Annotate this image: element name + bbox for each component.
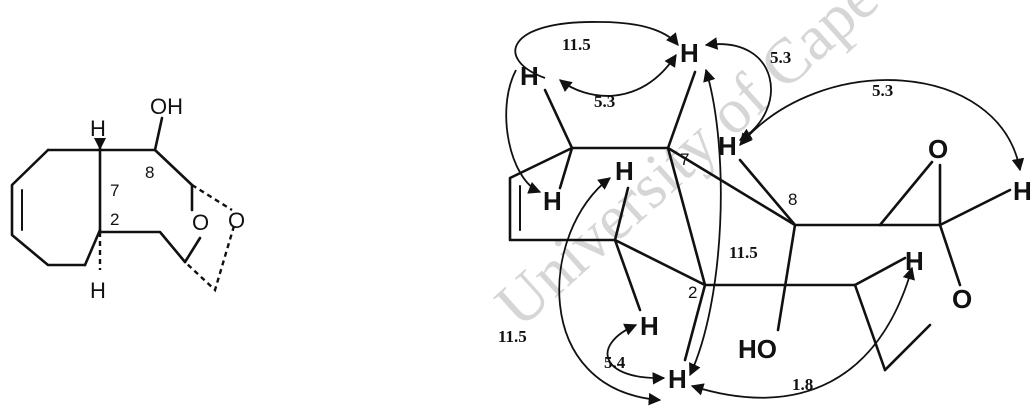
coupling-j-5-4: 5.4 bbox=[604, 353, 626, 372]
coupling-arrow-5-4 bbox=[606, 323, 666, 385]
right-h-top-center: H bbox=[680, 38, 699, 68]
right-c2-number: 2 bbox=[688, 283, 697, 302]
right-o-top: O bbox=[928, 134, 948, 164]
right-h-right: H bbox=[905, 246, 924, 276]
coupling-j-1-8: 1.8 bbox=[792, 375, 813, 394]
right-h-bottom: H bbox=[668, 364, 687, 394]
coupling-j-5-3-right: 5.3 bbox=[770, 48, 791, 67]
right-h-top-left: H bbox=[520, 61, 539, 91]
left-ring-bonds bbox=[10, 148, 87, 267]
coupling-arrow-5-3-top bbox=[559, 53, 677, 97]
left-o-ring-label: O bbox=[192, 210, 209, 235]
left-h-bottom-label: H bbox=[90, 278, 106, 303]
left-c7-number: 7 bbox=[110, 181, 119, 200]
right-structure: H H H H H H H H H O O HO 7 8 2 11.5 5.3 … bbox=[498, 21, 1032, 406]
coupling-j-11-5-top: 11.5 bbox=[562, 35, 591, 54]
left-c8-number: 8 bbox=[145, 163, 154, 182]
right-h-8: H bbox=[718, 131, 737, 161]
coupling-j-5-3-top: 5.3 bbox=[594, 92, 615, 111]
right-ring-bonds bbox=[508, 146, 617, 242]
right-ho: HO bbox=[738, 334, 777, 364]
coupling-j-11-5-center: 11.5 bbox=[729, 243, 758, 262]
left-c2-number: 2 bbox=[110, 210, 119, 229]
right-h-inner-2: H bbox=[615, 156, 634, 186]
coupling-arrow-5-3-right bbox=[704, 37, 772, 141]
left-oh-label: OH bbox=[150, 94, 183, 119]
coupling-arrow-1-8 bbox=[690, 266, 915, 399]
coupling-j-11-5-left: 11.5 bbox=[498, 327, 527, 346]
left-h-top-label: H bbox=[90, 116, 106, 141]
right-h-mid: H bbox=[640, 311, 659, 341]
right-c8-number: 8 bbox=[788, 190, 797, 209]
coupling-arrow-gem-left bbox=[505, 69, 542, 194]
right-h-inner-1: H bbox=[543, 186, 562, 216]
coupling-arrow-11-5-top bbox=[514, 21, 679, 79]
coupling-j-5-3-far: 5.3 bbox=[872, 81, 893, 100]
right-c7-number: 7 bbox=[680, 150, 689, 169]
left-o-bridge-label: O bbox=[228, 208, 245, 233]
coupling-arrow-5-3-far bbox=[739, 79, 1025, 172]
right-o-right: O bbox=[952, 284, 972, 314]
left-structure: OH H H O O 7 8 2 bbox=[10, 94, 245, 303]
right-h-far-right: H bbox=[1013, 176, 1032, 206]
coupling-arrow-11-5-left bbox=[558, 177, 662, 406]
